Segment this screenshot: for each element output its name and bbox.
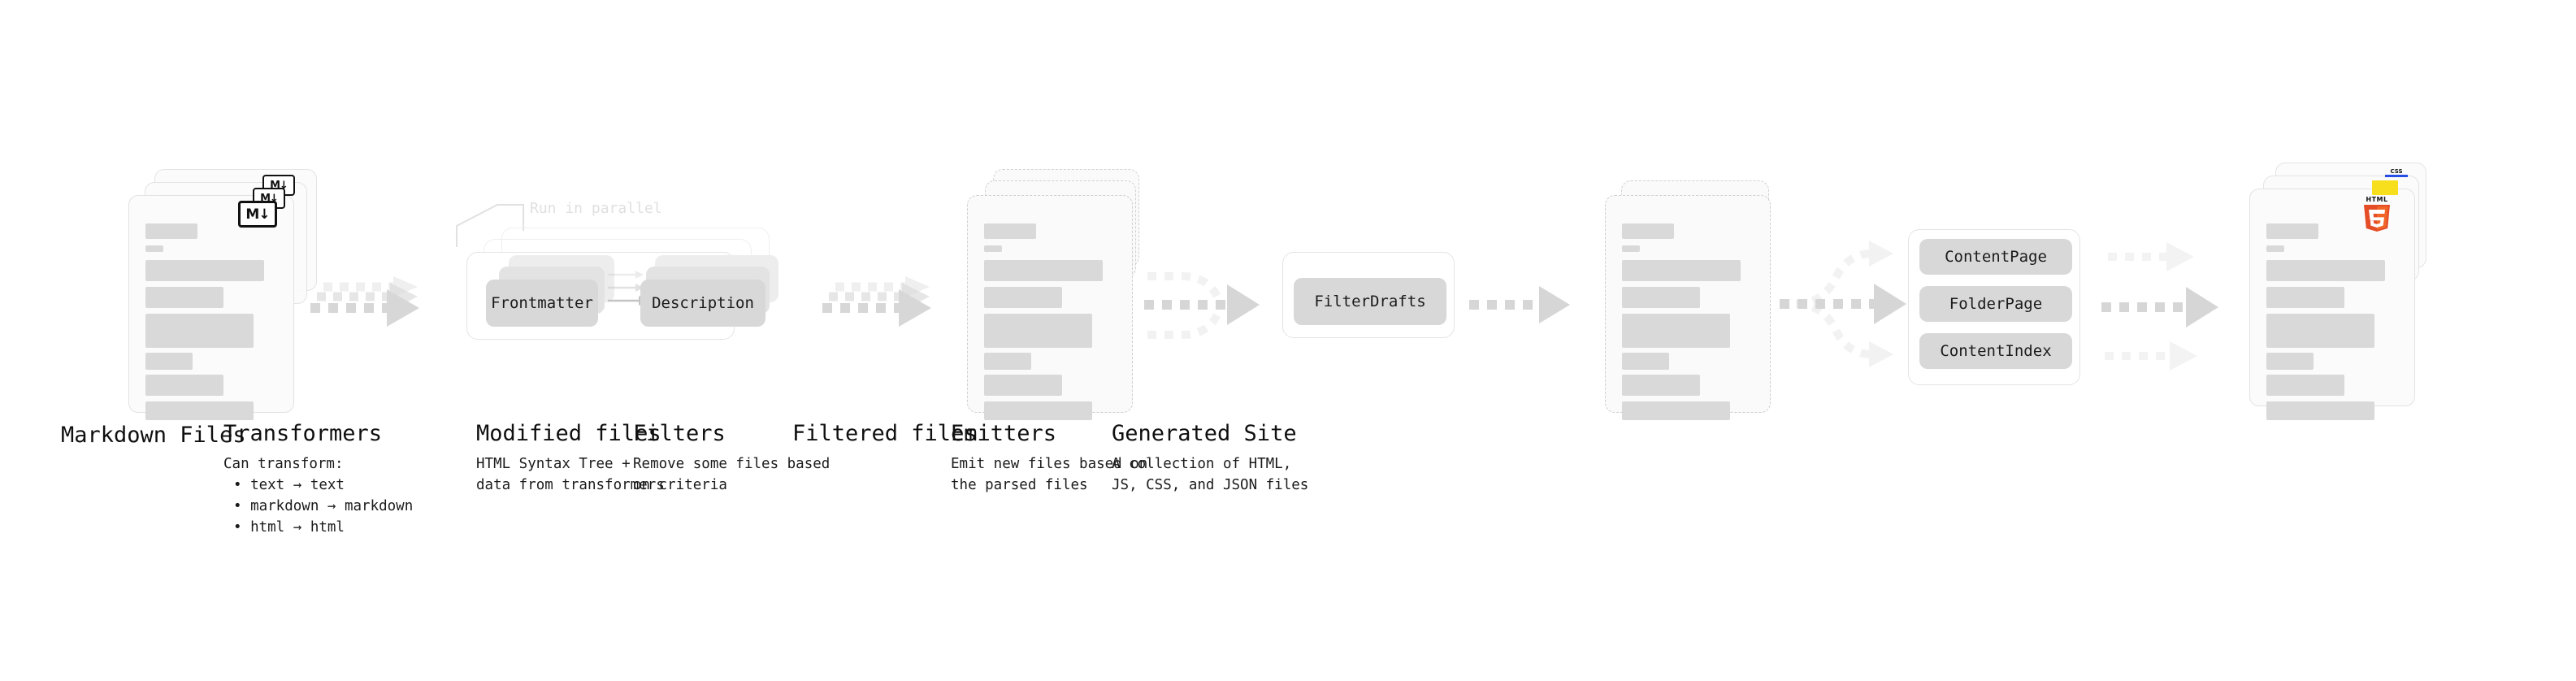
stage-title-transformers: Transformers bbox=[223, 421, 383, 446]
emitters-subtitle: Emit new files based on the parsed files bbox=[951, 456, 1148, 493]
emitter-chip-contentindex[interactable]: ContentIndex bbox=[1919, 333, 2072, 369]
skeleton-bar bbox=[984, 353, 1031, 370]
skeleton-bar bbox=[145, 287, 223, 308]
skeleton-bar bbox=[984, 223, 1036, 239]
css-icon: CSS bbox=[2383, 167, 2410, 178]
emitter-chip-folderpage[interactable]: FolderPage bbox=[1919, 286, 2072, 322]
transformer-chip-description[interactable]: Description bbox=[640, 280, 765, 327]
skeleton-bar bbox=[984, 287, 1062, 308]
connector-emitters-to-site bbox=[2101, 242, 2218, 371]
skeleton-bar bbox=[145, 260, 264, 281]
skeleton-bar bbox=[145, 375, 223, 396]
stage-title-generated-site: Generated Site bbox=[1112, 421, 1297, 446]
connector-modified-to-filters bbox=[1144, 272, 1260, 339]
connector-filters-to-filtered bbox=[1469, 286, 1570, 323]
skeleton-bar bbox=[145, 401, 254, 420]
generated-site-subtitle: A collection of HTML, JS, CSS, and JSON … bbox=[1112, 456, 1309, 493]
modified-files-subtitle: HTML Syntax Tree + data from transformer… bbox=[476, 456, 665, 493]
connector-md-to-transformers bbox=[310, 276, 419, 327]
skeleton-bar bbox=[2266, 287, 2344, 308]
connector-filtered-to-emitters bbox=[1780, 241, 1906, 367]
js-icon bbox=[2372, 180, 2398, 195]
skeleton-bar bbox=[1622, 401, 1730, 420]
filters-subtitle: Remove some files based on criteria bbox=[633, 456, 830, 493]
skeleton-bar bbox=[984, 401, 1092, 420]
connector-transformers-to-modified bbox=[822, 276, 931, 327]
list-item: • text → text bbox=[233, 477, 345, 493]
filter-chip-filterdrafts[interactable]: FilterDrafts bbox=[1294, 278, 1446, 325]
svg-text:HTML: HTML bbox=[2366, 196, 2387, 203]
stage-title-filtered-files: Filtered files bbox=[792, 421, 978, 446]
html5-icon: HTML bbox=[2359, 194, 2395, 232]
svg-text:CSS: CSS bbox=[2390, 168, 2402, 175]
skeleton-bar bbox=[1622, 375, 1700, 396]
skeleton-bar bbox=[2266, 245, 2284, 252]
skeleton-bar bbox=[1622, 223, 1674, 239]
skeleton-bar bbox=[1622, 260, 1741, 281]
transformers-subtitle: Can transform: bbox=[223, 456, 344, 472]
skeleton-bar bbox=[2266, 375, 2344, 396]
markdown-badge: M↓ bbox=[238, 201, 277, 228]
skeleton-bar bbox=[2266, 401, 2374, 420]
skeleton-bar bbox=[145, 245, 163, 252]
transformer-chip-frontmatter[interactable]: Frontmatter bbox=[486, 280, 598, 327]
markdown-doc-front bbox=[128, 195, 294, 420]
skeleton-bar bbox=[2266, 314, 2374, 348]
run-in-parallel-bracket bbox=[456, 204, 524, 247]
emitter-chip-contentpage[interactable]: ContentPage bbox=[1919, 239, 2072, 275]
skeleton-bar bbox=[145, 353, 193, 370]
skeleton-bar bbox=[984, 314, 1092, 348]
stage-title-modified-files: Modified files bbox=[476, 421, 661, 446]
stage-title-emitters: Emitters bbox=[951, 421, 1057, 446]
run-in-parallel-label: Run in parallel bbox=[530, 200, 662, 217]
skeleton-bar bbox=[145, 223, 197, 239]
skeleton-bar bbox=[1622, 245, 1640, 252]
skeleton-bar bbox=[1622, 353, 1669, 370]
filtered-doc-front bbox=[1605, 195, 1771, 420]
stage-title-markdown-files: Markdown Files bbox=[61, 423, 246, 448]
skeleton-bar bbox=[984, 245, 1002, 252]
skeleton-bar bbox=[1622, 314, 1730, 348]
list-item: • html → html bbox=[233, 519, 345, 536]
transformers-bullet-list: • text → text • markdown → markdown • ht… bbox=[233, 475, 413, 538]
skeleton-bar bbox=[2266, 260, 2385, 281]
modified-doc-front bbox=[967, 195, 1133, 420]
skeleton-bar bbox=[1622, 287, 1700, 308]
skeleton-bar bbox=[984, 260, 1103, 281]
skeleton-bar bbox=[2266, 223, 2318, 239]
list-item: • markdown → markdown bbox=[233, 498, 414, 514]
stage-title-filters: Filters bbox=[633, 421, 726, 446]
skeleton-bar bbox=[2266, 353, 2314, 370]
skeleton-bar bbox=[984, 375, 1062, 396]
skeleton-bar bbox=[145, 314, 254, 348]
